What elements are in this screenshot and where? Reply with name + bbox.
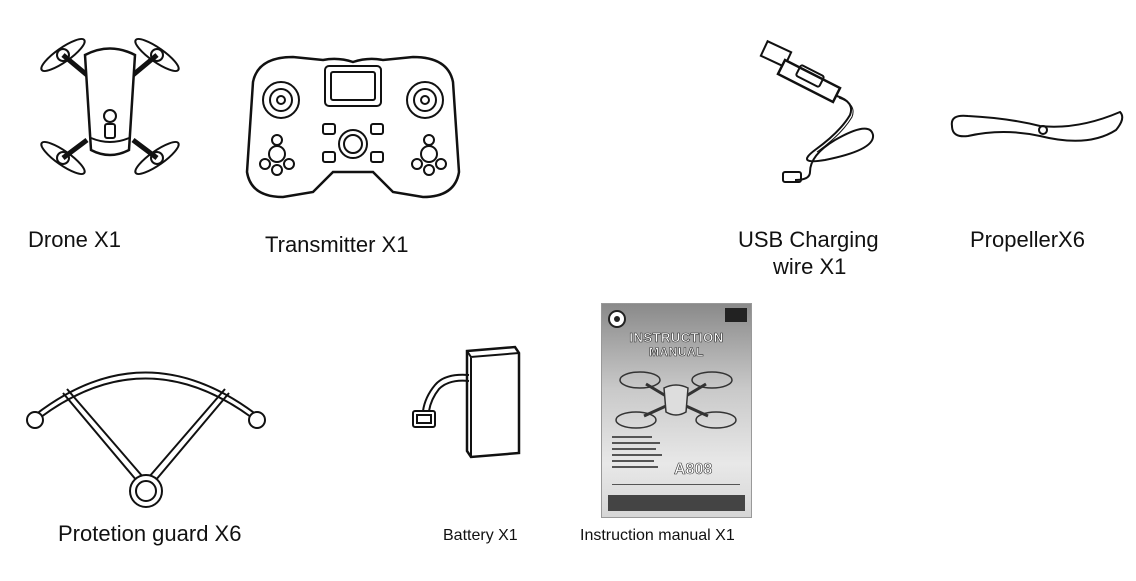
manual-text-line xyxy=(612,442,660,444)
manual-cover-model: A808 xyxy=(674,461,713,479)
manual-text-line xyxy=(612,436,652,438)
battery-icon xyxy=(412,345,521,459)
battery-label: Battery X1 xyxy=(443,527,518,544)
manual-text-line xyxy=(612,454,662,456)
manual-booklet-icon: INSTRUCTION MANUAL A808 xyxy=(601,303,752,518)
manual-label: Instruction manual X1 xyxy=(580,527,735,544)
manual-cover-title-1: INSTRUCTION xyxy=(629,330,724,346)
usb-label-line1: USB Charging xyxy=(738,227,879,252)
guard-label: Protetion guard X6 xyxy=(58,521,242,546)
transmitter-icon xyxy=(245,55,461,199)
manual-text-line xyxy=(612,448,656,450)
drone-icon xyxy=(40,38,180,175)
propeller-icon xyxy=(950,110,1124,142)
manual-text-line xyxy=(612,460,654,462)
transmitter-label: Transmitter X1 xyxy=(265,232,409,257)
manual-drone-illustration xyxy=(615,371,737,429)
propeller-guard-icon xyxy=(26,371,266,508)
drone-label: Drone X1 xyxy=(28,227,121,252)
logo-icon xyxy=(608,310,626,328)
manual-cover-title-2: MANUAL xyxy=(649,345,704,360)
manual-text-line xyxy=(612,484,740,485)
usb-label-line2: wire X1 xyxy=(773,254,847,279)
usb-cable-icon xyxy=(759,39,875,183)
manual-text-line xyxy=(612,466,658,468)
manual-footer-band xyxy=(608,495,745,511)
propeller-label: PropellerX6 xyxy=(970,227,1085,252)
age-badge xyxy=(725,308,747,322)
